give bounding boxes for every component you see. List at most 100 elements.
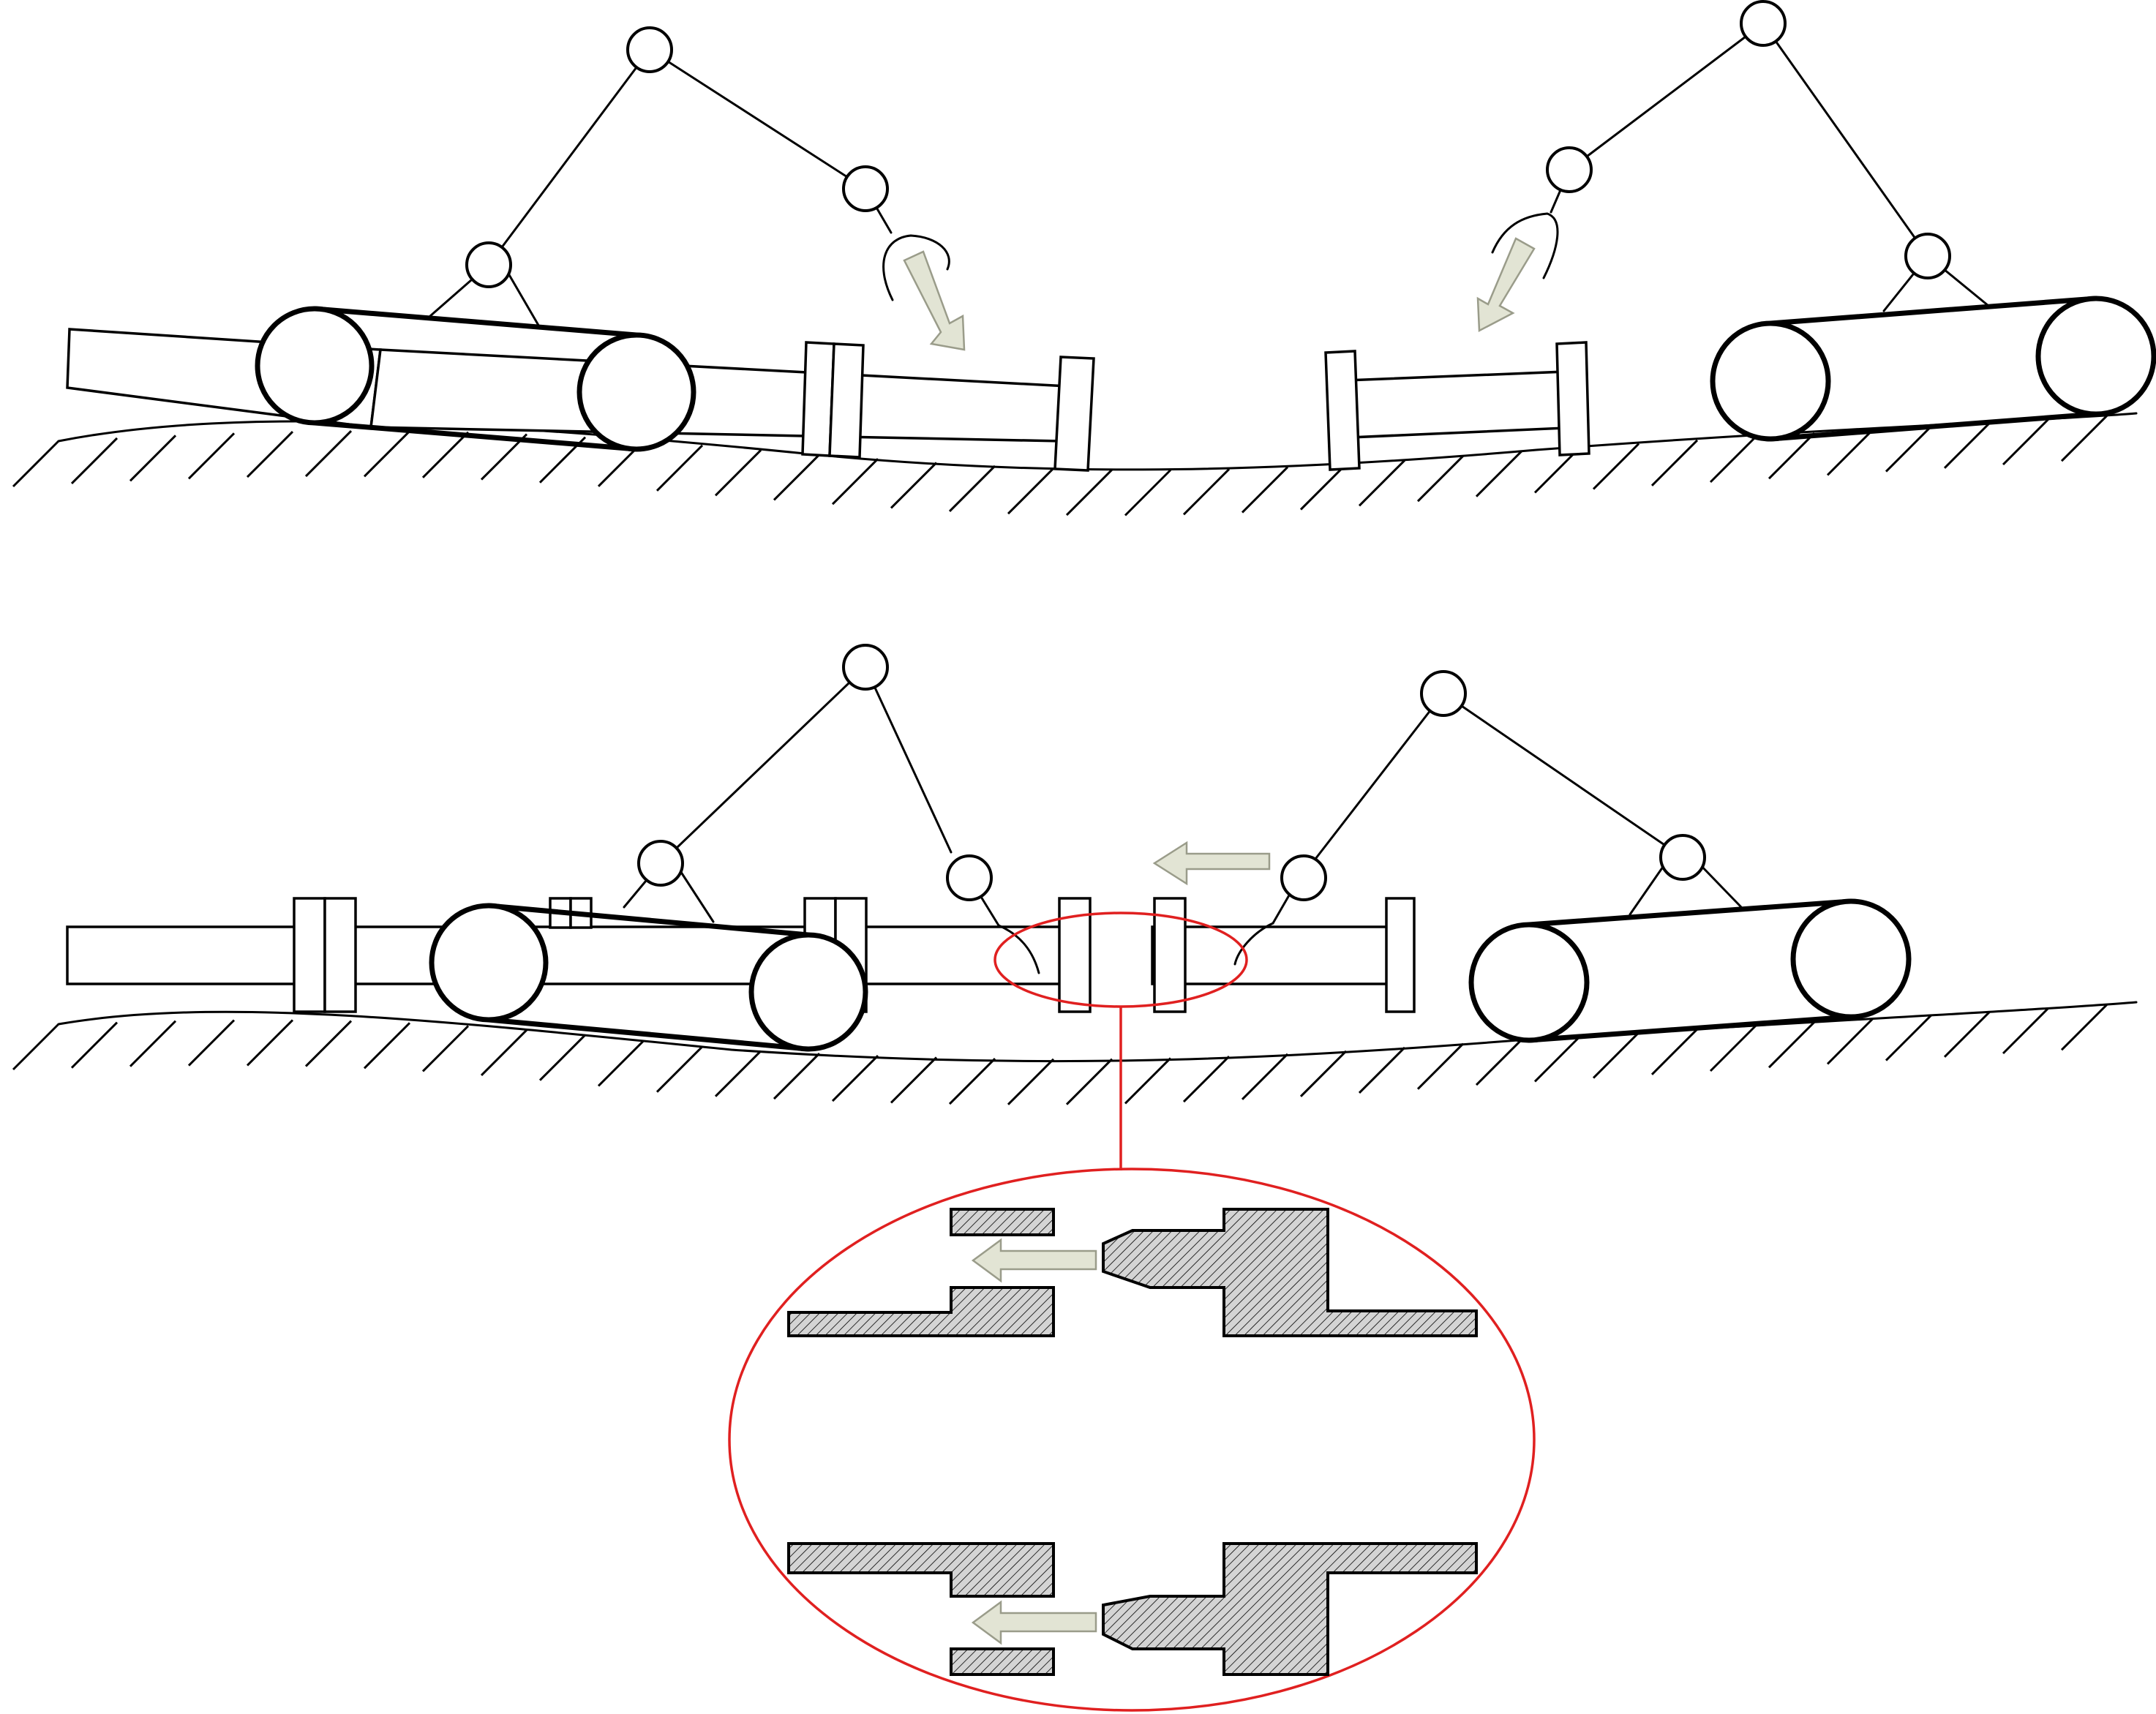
ground-hatch-stroke bbox=[1299, 463, 1348, 511]
ground-hatch-stroke bbox=[1533, 1035, 1582, 1083]
ground-hatch-stroke bbox=[2060, 1004, 2108, 1051]
ground-hatch-stroke bbox=[831, 458, 879, 505]
pipe-flange bbox=[828, 342, 865, 459]
gripper bbox=[1491, 212, 1559, 279]
arm-joint bbox=[1280, 854, 1327, 901]
ground-hatch-stroke bbox=[1475, 450, 1523, 497]
spigot-section-bottom bbox=[1102, 1542, 1478, 1676]
ground-hatch-stroke bbox=[1416, 455, 1465, 503]
ground-hatch-stroke bbox=[890, 1056, 938, 1104]
ground-hatch-stroke bbox=[1065, 1058, 1113, 1105]
ground-hatch-stroke bbox=[1943, 1010, 1991, 1058]
ground-hatch-stroke bbox=[246, 431, 294, 478]
ground-hatch-stroke bbox=[1182, 468, 1231, 516]
ground-hatch-stroke bbox=[1182, 1056, 1231, 1103]
panel-joint-detail bbox=[728, 1168, 1536, 1712]
ground-hatch-stroke bbox=[2002, 1007, 2050, 1055]
ground-hatch-stroke bbox=[1358, 459, 1406, 507]
ground-hatch-stroke bbox=[70, 437, 119, 485]
ground-hatch-stroke bbox=[246, 1019, 294, 1067]
ground-hatch-stroke bbox=[656, 1045, 704, 1093]
ground-hatch-stroke bbox=[1826, 429, 1874, 476]
ground-hatch-stroke bbox=[1358, 1046, 1406, 1094]
ground-hatch-stroke bbox=[1650, 1028, 1699, 1075]
panel-insertion bbox=[12, 644, 2138, 1170]
ground-hatch-stroke bbox=[1299, 1050, 1348, 1097]
pipe-end-flange bbox=[1324, 350, 1361, 471]
ground-hatch-stroke bbox=[538, 1034, 587, 1081]
pipe-end-flange bbox=[1385, 897, 1416, 1013]
arm-joint bbox=[465, 241, 512, 288]
ground-hatch-stroke bbox=[597, 1040, 645, 1087]
arm-joint bbox=[626, 26, 673, 73]
arm-joint bbox=[1904, 233, 1951, 279]
track-wheel bbox=[1710, 320, 1831, 442]
pipe-flange bbox=[1555, 341, 1590, 456]
detail-magnified-ellipse bbox=[728, 1168, 1536, 1712]
ground-hatch-stroke bbox=[1592, 1031, 1640, 1079]
insertion-arrow bbox=[971, 1238, 1097, 1283]
ground-hatch-stroke bbox=[1416, 1042, 1465, 1090]
track-wheel bbox=[1790, 898, 1912, 1020]
ground-hatch-stroke bbox=[714, 1050, 762, 1097]
ground-hatch-stroke bbox=[12, 1023, 60, 1071]
arm-joint bbox=[637, 840, 684, 887]
ground-hatch-stroke bbox=[1943, 421, 1991, 469]
ground-hatch-stroke bbox=[2060, 415, 2108, 462]
ground-hatch-stroke bbox=[773, 454, 821, 501]
crawler-robot-left-top bbox=[255, 26, 966, 452]
motion-arrow bbox=[1152, 841, 1271, 886]
ground-hatch-stroke bbox=[1826, 1018, 1874, 1065]
insertion-arrow bbox=[971, 1600, 1097, 1645]
spigot-section-top bbox=[1102, 1208, 1478, 1337]
pipe-end-flange bbox=[1053, 356, 1095, 472]
gripper bbox=[882, 234, 950, 301]
pipe-right-top bbox=[1324, 341, 1590, 471]
ground-hatch-stroke bbox=[1768, 1021, 1816, 1069]
arm-joint bbox=[842, 644, 889, 691]
crawler-robot-right-top bbox=[1476, 0, 2156, 442]
crawler-robot-right-middle bbox=[1152, 670, 1912, 1043]
ground-hatch-stroke bbox=[831, 1054, 879, 1102]
arm-joint bbox=[1659, 834, 1706, 881]
ground-hatch-stroke bbox=[1885, 425, 1933, 473]
pipe-flange bbox=[323, 897, 357, 1013]
ground-hatch-stroke bbox=[948, 1058, 996, 1105]
ground-hatch-stroke bbox=[363, 1022, 411, 1070]
ground-hatch-stroke bbox=[1241, 1053, 1289, 1100]
ground-hatch-stroke bbox=[1475, 1038, 1523, 1086]
crawler-robot-left-middle bbox=[429, 644, 1040, 1052]
arm-joint bbox=[1420, 670, 1467, 717]
gripper bbox=[1233, 922, 1274, 966]
ground-hatch-stroke bbox=[304, 1020, 353, 1067]
pipe-flange bbox=[293, 897, 326, 1013]
arm-joint bbox=[946, 854, 993, 901]
arm-joint bbox=[842, 165, 889, 212]
ground-hatch-stroke bbox=[70, 1021, 119, 1069]
motion-arrow bbox=[903, 250, 966, 351]
ground-hatch-stroke bbox=[1124, 469, 1172, 516]
ground-hatch-stroke bbox=[1768, 432, 1816, 480]
ground-hatch-stroke bbox=[304, 429, 353, 478]
track-wheel bbox=[1468, 922, 1590, 1043]
ground-hatch-stroke bbox=[187, 432, 236, 480]
ground-hatch-stroke bbox=[2002, 418, 2050, 466]
ground-hatch-stroke bbox=[1709, 1024, 1757, 1072]
ground-hatch-stroke bbox=[1592, 443, 1640, 490]
ground-hatch-stroke bbox=[1650, 439, 1699, 486]
ground-hatch-stroke bbox=[1124, 1057, 1172, 1105]
socket-section-top bbox=[787, 1208, 1055, 1337]
ground-hatch-stroke bbox=[1065, 469, 1113, 516]
ground-hatch-stroke bbox=[1007, 467, 1055, 515]
ground-hatching-middle bbox=[12, 1004, 2108, 1105]
ground-hatch-stroke bbox=[1007, 1058, 1055, 1105]
ground-hatch-stroke bbox=[187, 1019, 236, 1067]
ground-hatch-stroke bbox=[1885, 1014, 1933, 1061]
ground-hatch-stroke bbox=[129, 1020, 177, 1067]
ground-hatch-stroke bbox=[129, 435, 177, 482]
motion-arrow bbox=[1476, 237, 1536, 333]
arm-joint bbox=[1740, 0, 1787, 47]
ground-hatch-stroke bbox=[363, 430, 411, 478]
ground-hatch-stroke bbox=[656, 444, 704, 492]
track-wheel bbox=[2035, 296, 2156, 417]
